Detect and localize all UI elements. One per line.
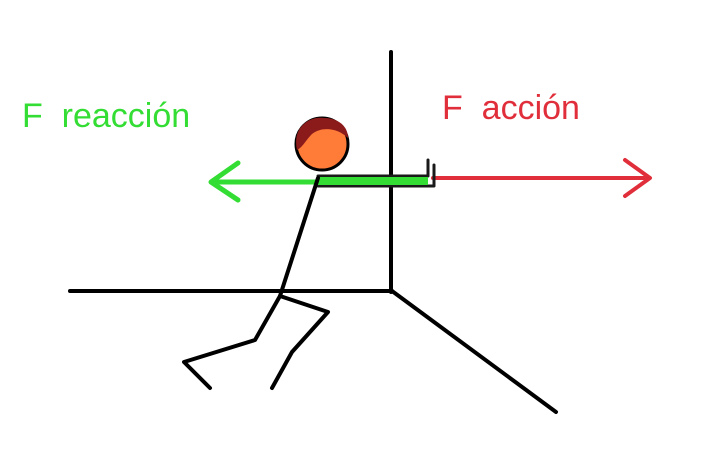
head-hair [296,117,348,150]
room-corner [68,50,558,414]
figure-leg-left [182,294,282,390]
arrow-right-icon [431,158,652,198]
reaction-force-label: F reacción [22,97,191,135]
figure-arm-fill [318,177,428,185]
action-arrow-head [623,158,652,198]
stick-figure [182,116,436,390]
figure-arms [316,158,436,188]
figure-torso [278,176,320,298]
figure-head [294,116,350,172]
reaction-arrow-head [208,160,241,203]
action-force-label: F acción [442,89,580,127]
corner-edge-line [390,289,558,414]
figure-leg-right [270,294,330,390]
